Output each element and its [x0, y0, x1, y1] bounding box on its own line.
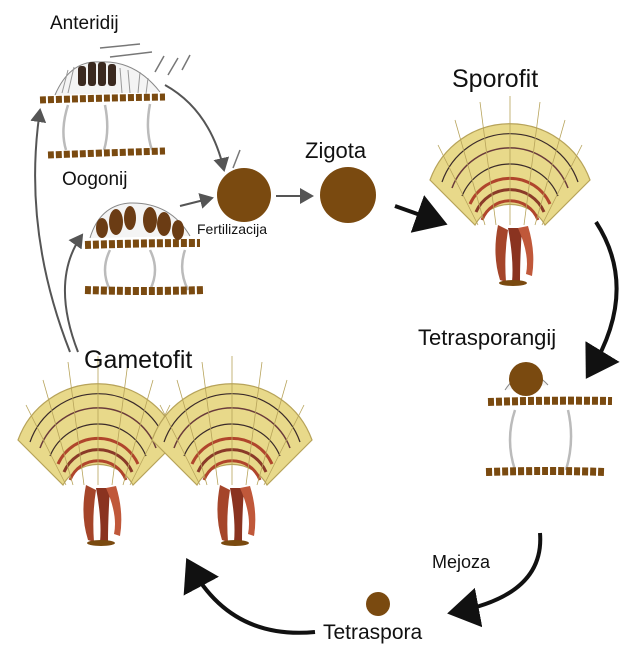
oogonij-structure	[85, 203, 205, 291]
label-tetrasporangij: Tetrasporangij	[418, 327, 556, 349]
gametofit-fan-left	[18, 356, 178, 546]
tetraspora-cell	[366, 592, 390, 616]
fertilizacija-cell	[217, 168, 271, 222]
sperm-line	[233, 150, 240, 168]
tetrasporangij-structure	[486, 362, 612, 472]
label-tetraspora: Tetraspora	[323, 622, 422, 643]
label-fertilizacija: Fertilizacija	[197, 222, 267, 236]
sporofit-fan	[430, 96, 590, 286]
label-gametofit: Gametofit	[84, 348, 192, 373]
anteridij-structure	[40, 44, 190, 155]
label-sporofit: Sporofit	[452, 67, 538, 92]
label-mejoza: Mejoza	[432, 553, 490, 571]
label-oogonij: Oogonij	[62, 170, 128, 189]
label-zigota: Zigota	[305, 140, 366, 162]
zigota-cell	[320, 167, 376, 223]
label-anteridij: Anteridij	[50, 14, 119, 33]
gametofit-fan-right	[152, 356, 312, 546]
